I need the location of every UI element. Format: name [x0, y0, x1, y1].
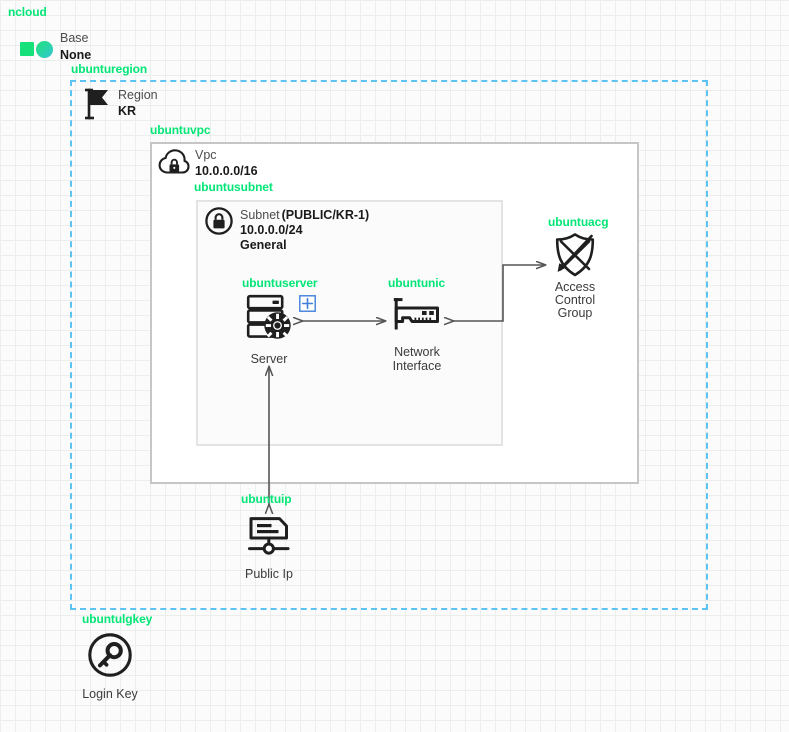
publicip-tag: ubuntuip	[241, 492, 292, 506]
base-square-shape	[20, 42, 34, 56]
nic-label-line1: Network	[394, 345, 440, 359]
lock-circle-icon	[204, 206, 234, 236]
vpc-cidr: 10.0.0.0/16	[195, 164, 258, 178]
subnet-heading: Subnet(PUBLIC/KR-1)	[240, 206, 369, 224]
base-square-circle-icon	[20, 41, 54, 58]
key-circle-icon	[87, 632, 133, 678]
acg-label-line1: Access	[554, 280, 596, 294]
acg-tag: ubuntuacg	[548, 215, 609, 229]
nic-tag: ubuntunic	[388, 276, 446, 290]
public-ip-icon	[245, 512, 293, 560]
subnet-scope: (PUBLIC/KR-1)	[281, 208, 370, 222]
cloud-lock-icon	[158, 148, 190, 176]
base-title: Base	[60, 31, 89, 45]
vpc-tag: ubuntuvpc	[150, 123, 211, 137]
server-tag: ubuntuserver	[242, 276, 318, 290]
root-label-ncloud: ncloud	[8, 5, 47, 19]
acg-label-line3: Group	[557, 306, 593, 320]
region-container[interactable]	[70, 80, 708, 610]
subnet-tag: ubuntusubnet	[194, 180, 273, 194]
acg-label-line2: Control	[554, 293, 596, 307]
vpc-title: Vpc	[195, 148, 217, 162]
server-add-button[interactable]	[299, 295, 316, 312]
subnet-usage: General	[240, 238, 287, 252]
publicip-label: Public Ip	[245, 567, 293, 581]
region-title: Region	[118, 88, 158, 102]
region-value: KR	[118, 104, 137, 118]
region-tag: ubunturegion	[71, 62, 148, 76]
subnet-title: Subnet	[240, 208, 280, 222]
network-interface-card-icon	[393, 298, 441, 336]
flag-icon	[84, 88, 112, 120]
shield-acl-icon	[553, 232, 597, 278]
subnet-cidr: 10.0.0.0/24	[240, 223, 303, 237]
loginkey-label: Login Key	[82, 687, 138, 701]
base-circle-shape	[36, 41, 53, 58]
server-label: Server	[250, 352, 288, 366]
nic-label-line2: Interface	[392, 359, 442, 373]
loginkey-tag: ubuntulgkey	[82, 612, 153, 626]
base-value: None	[60, 48, 92, 62]
server-gear-icon	[246, 294, 292, 340]
